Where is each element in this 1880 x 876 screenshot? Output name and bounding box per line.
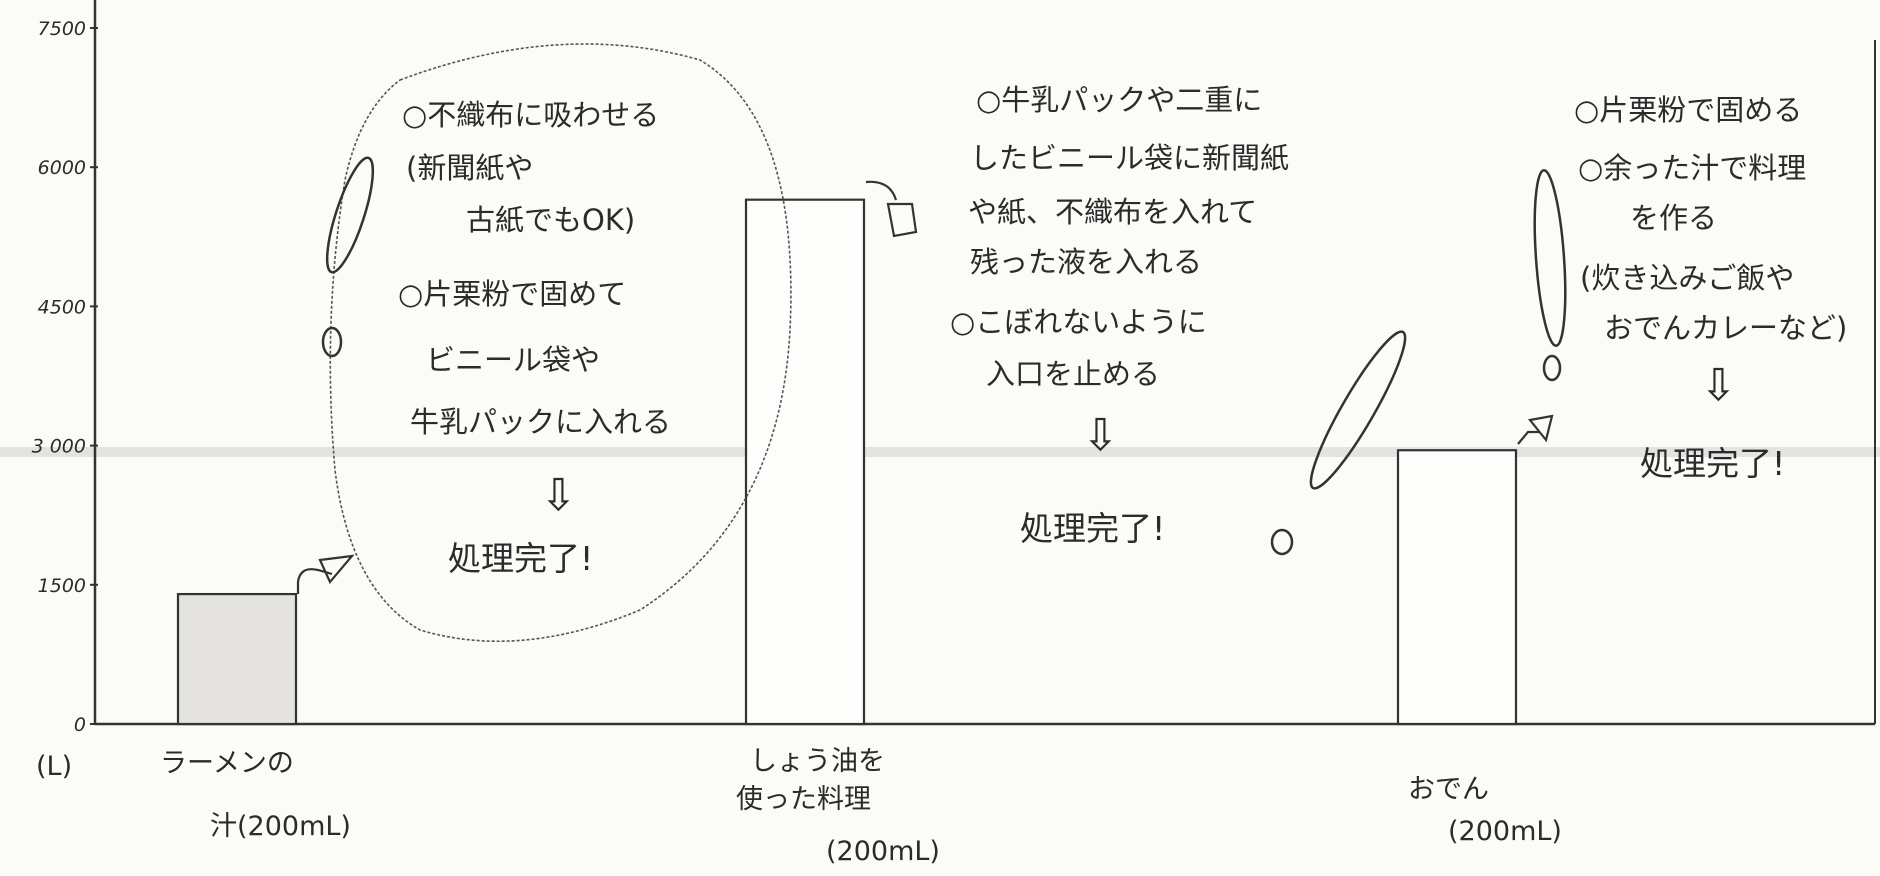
annotation-line: 牛乳パックに入れる xyxy=(410,405,671,439)
category-label: しょう油を xyxy=(750,746,885,777)
annotation-line: ○片栗粉で固めて xyxy=(398,277,626,311)
category-label: (200mL) xyxy=(826,836,940,867)
category-label: 汁(200mL) xyxy=(210,811,351,842)
annotation-line: (新聞紙や xyxy=(406,151,533,185)
arrow-to-note-2-head xyxy=(886,202,918,238)
arrow-to-note-3-head xyxy=(1527,414,1554,443)
annotation-line: ビニール袋や xyxy=(426,343,600,377)
annotation-line: したビニール袋に新聞紙 xyxy=(970,141,1289,175)
y-tick-label: 3 000 xyxy=(32,436,86,458)
result-label: 処理完了! xyxy=(448,539,593,578)
y-tick-label: 0 xyxy=(74,714,86,736)
exclamation-mark-3 xyxy=(1533,168,1567,382)
down-arrow-icon: ⇩ xyxy=(1700,360,1737,411)
category-label: ラーメンの xyxy=(160,748,294,779)
annotation-line: ○片栗粉で固める xyxy=(1574,93,1802,127)
bar xyxy=(1396,449,1518,726)
annotation-line: おでんカレーなど) xyxy=(1604,311,1847,345)
exclamation-mark-2 xyxy=(1270,330,1407,556)
arrow-to-note-2 xyxy=(865,180,898,201)
result-label: 処理完了! xyxy=(1640,444,1785,483)
annotation-line: や紙、不織布を入れて xyxy=(968,195,1257,229)
down-arrow-icon: ⇩ xyxy=(540,470,577,521)
annotation-line: ○こぼれないように xyxy=(950,305,1207,339)
y-axis-ticks: 0 1500 3 000 4500 6000 7500 xyxy=(32,18,98,736)
arrow-to-note-3 xyxy=(1517,430,1540,445)
result-label: 処理完了! xyxy=(1020,509,1165,548)
down-arrow-icon: ⇩ xyxy=(1082,410,1119,461)
scan-fold-line xyxy=(0,447,1880,457)
y-tick-label: 1500 xyxy=(38,575,86,597)
annotation-line: を作る xyxy=(1630,201,1717,235)
note-1-circle xyxy=(329,43,792,643)
y-tick-label: 6000 xyxy=(38,157,86,179)
category-label: 使った料理 xyxy=(736,784,871,815)
annotation-line: ○不織布に吸わせる xyxy=(402,98,659,132)
bar xyxy=(744,198,866,726)
y-tick-label: 4500 xyxy=(38,296,86,318)
unit-label: (L) xyxy=(36,751,72,782)
annotation-line: ○余った汁で料理 xyxy=(1578,151,1806,185)
exclamation-mark-1 xyxy=(321,156,375,358)
annotation-line: (炊き込みご飯や xyxy=(1580,261,1794,295)
arrow-to-note-1-head xyxy=(318,554,355,585)
annotation-line: 古紙でもOK) xyxy=(466,203,635,237)
annotation-line: 入口を止める xyxy=(986,357,1160,391)
bars xyxy=(176,198,1518,726)
category-label: (200mL) xyxy=(1448,816,1562,847)
y-tick-label: 7500 xyxy=(38,18,86,40)
category-label: おでん xyxy=(1408,774,1489,805)
annotation-line: ○牛乳パックや二重に xyxy=(976,83,1262,117)
annotation-line: 残った液を入れる xyxy=(970,245,1202,279)
bar xyxy=(176,592,298,726)
arrow-to-note-1 xyxy=(296,568,333,594)
